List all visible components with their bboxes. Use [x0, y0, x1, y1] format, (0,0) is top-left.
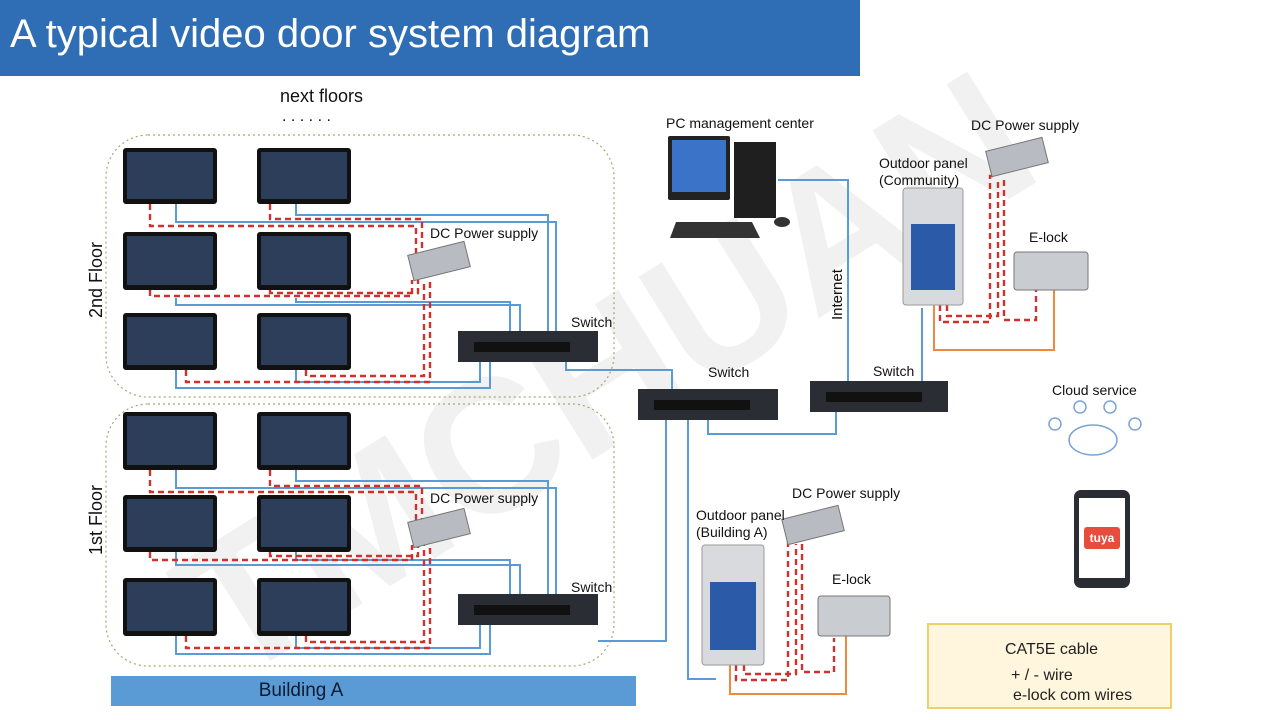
- power-supply-2f: [407, 240, 471, 282]
- legend: CAT5E cable + / - wire e-lock com wires: [927, 623, 1172, 709]
- switch-right: [810, 381, 948, 412]
- monitor-1f-6: [257, 578, 351, 636]
- floor-1-zone: [105, 403, 615, 667]
- next-floors-dots: . . . . . .: [282, 108, 331, 125]
- outdoor-panel-community-label: Outdoor panel: [879, 155, 968, 171]
- monitor-1f-2: [257, 412, 351, 470]
- switch-2f: [458, 331, 598, 362]
- monitor-2f-6: [257, 313, 351, 370]
- floor-2-zone: [105, 134, 615, 398]
- title-bar: A typical video door system diagram: [0, 0, 860, 76]
- outdoor-panel-community-sublabel: (Community): [879, 172, 960, 188]
- next-floors-label: next floors: [280, 86, 364, 106]
- building-bar: Building A: [111, 676, 636, 706]
- monitor-1f-4: [257, 495, 351, 552]
- floor-2-label: 2nd Floor: [86, 241, 106, 318]
- monitor-2f-4: [257, 232, 351, 290]
- building-label: Building A: [258, 680, 344, 701]
- switch-label-1f: Switch: [571, 579, 613, 595]
- switch-label-main: Switch: [708, 364, 750, 380]
- power-supply-building: [781, 504, 845, 546]
- elock-community: [1013, 251, 1089, 291]
- dc-power-label-community: DC Power supply: [971, 117, 1080, 133]
- power-supply-community: [985, 136, 1049, 178]
- power-supply-1f: [407, 507, 471, 549]
- legend-label-elock: e-lock com wires: [1013, 687, 1133, 704]
- floor-1-label: 1st Floor: [86, 484, 106, 555]
- dc-power-label-1f: DC Power supply: [430, 490, 539, 506]
- outdoor-panel-building-sublabel: (Building A): [696, 524, 768, 540]
- cloud-service-label: Cloud service: [1052, 382, 1137, 398]
- switch-label-right: Switch: [873, 363, 915, 379]
- switch-main: [638, 389, 778, 420]
- pc-center-label: PC management center: [666, 115, 814, 131]
- dc-power-label-building: DC Power supply: [792, 485, 901, 501]
- monitor-1f-5: [123, 578, 217, 636]
- tuya-logo-text: tuya: [1090, 531, 1115, 545]
- page-title: A typical video door system diagram: [10, 12, 651, 56]
- switch-label-2f: Switch: [571, 314, 613, 330]
- outdoor-panel-building-label: Outdoor panel: [696, 507, 785, 523]
- monitor-2f-3: [123, 232, 217, 290]
- monitor-1f-1: [123, 412, 217, 470]
- power-wires: [148, 174, 1038, 682]
- monitor-1f-3: [123, 495, 217, 552]
- elock-label-community: E-lock: [1029, 229, 1068, 245]
- elock-label-building: E-lock: [832, 571, 871, 587]
- cloud-icon: [1048, 400, 1142, 456]
- monitor-2f-1: [123, 148, 217, 204]
- elock-wires: [729, 288, 1055, 695]
- pc-computer: [668, 136, 790, 238]
- phone-icon: tuya: [1074, 490, 1130, 588]
- legend-label-cat5e: CAT5E cable: [1005, 641, 1099, 658]
- outdoor-panel-community: [902, 187, 964, 306]
- outdoor-panel-building: [701, 544, 765, 666]
- dc-power-label-2f: DC Power supply: [430, 225, 539, 241]
- switch-1f: [458, 594, 598, 625]
- monitor-2f-5: [123, 313, 217, 370]
- indoor-monitors: [123, 148, 351, 636]
- legend-label-wire: + / - wire: [1011, 667, 1073, 684]
- monitor-2f-2: [257, 148, 351, 204]
- elock-building: [817, 595, 891, 637]
- internet-label: Internet: [829, 269, 846, 320]
